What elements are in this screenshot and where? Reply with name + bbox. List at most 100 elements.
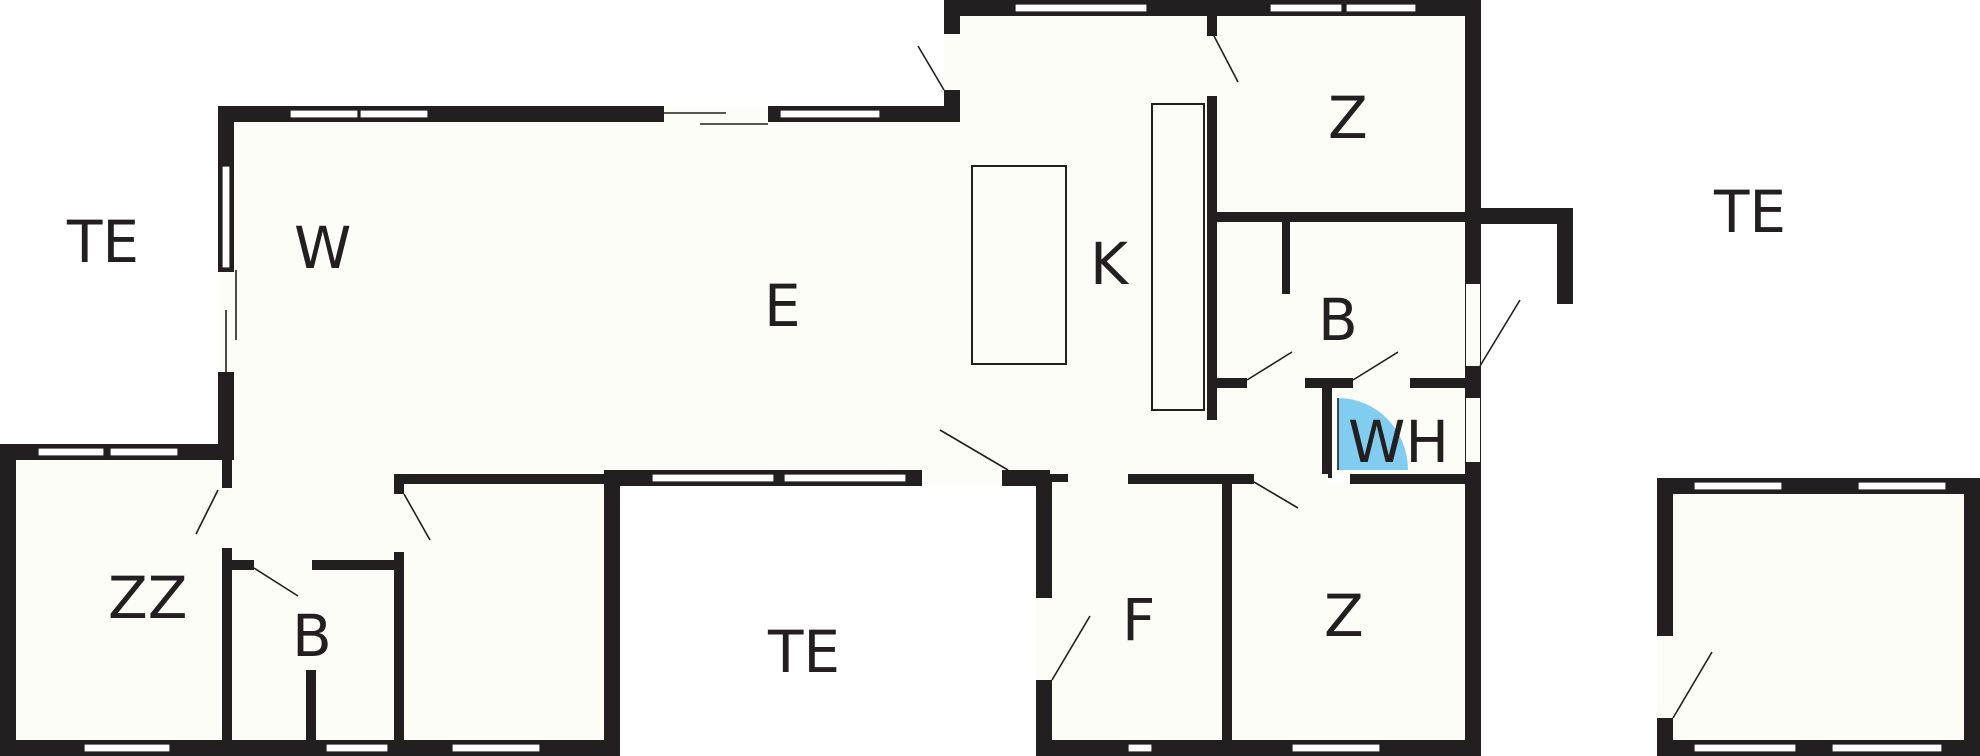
window	[289, 109, 359, 119]
wall	[1207, 0, 1217, 214]
window	[1831, 743, 1943, 753]
fixtures	[971, 103, 1339, 470]
door-leaf	[917, 45, 945, 91]
wall	[222, 548, 232, 740]
window	[1014, 3, 1148, 13]
shower-tray	[1338, 398, 1408, 470]
door-leaf	[1213, 35, 1239, 83]
opening	[254, 560, 312, 570]
opening	[1353, 378, 1410, 388]
door-leaf	[1051, 615, 1091, 681]
window	[109, 447, 179, 457]
floor-east-bedroom	[1232, 482, 1469, 742]
window	[1127, 743, 1153, 753]
opening	[1254, 474, 1328, 484]
wall	[222, 460, 232, 488]
floor-east-bath	[1217, 222, 1469, 382]
window	[779, 109, 881, 119]
opening	[1247, 378, 1305, 388]
window	[37, 447, 105, 457]
door-leaf	[253, 567, 299, 597]
wall	[1322, 388, 1332, 478]
wall	[394, 474, 404, 740]
label-bedroom-east: Z	[1324, 582, 1364, 650]
door-leaf	[403, 493, 431, 541]
wall	[1964, 478, 1980, 756]
opening	[922, 470, 1002, 486]
door-leaf	[1479, 299, 1521, 367]
floor-west-room	[402, 484, 604, 742]
wall	[1207, 212, 1481, 222]
window	[1269, 3, 1343, 13]
door-leaf	[1246, 351, 1293, 381]
wall	[1481, 208, 1573, 224]
wall	[1128, 474, 1254, 484]
label-utility: WH	[1348, 408, 1449, 476]
opening	[1657, 636, 1673, 718]
wall	[1036, 740, 1481, 756]
label-bedroom-north: Z	[1328, 84, 1368, 152]
wall	[232, 560, 254, 570]
window	[359, 109, 429, 119]
window	[1693, 743, 1797, 753]
door-leaf	[1672, 651, 1713, 719]
wall	[218, 106, 664, 122]
window	[1345, 3, 1417, 13]
wall	[394, 474, 606, 484]
opening	[218, 490, 234, 548]
label-hall: F	[1122, 586, 1155, 654]
floor-hall	[1052, 482, 1222, 742]
opening	[394, 494, 404, 552]
window	[1693, 481, 1783, 491]
window	[83, 743, 171, 753]
wall	[1207, 378, 1247, 388]
opening	[1207, 36, 1217, 96]
door-leaves	[195, 35, 1713, 719]
label-living-room: W	[294, 214, 351, 282]
wall	[1557, 208, 1573, 304]
opening	[1466, 398, 1480, 462]
door-leaf	[1253, 481, 1299, 509]
opening	[1466, 284, 1480, 366]
label-dining-room: E	[764, 272, 801, 340]
door-leaf	[195, 489, 219, 535]
window	[1857, 481, 1947, 491]
windows	[37, 3, 1947, 753]
wall	[312, 560, 402, 570]
label-bathroom-west: B	[292, 602, 332, 670]
sliding-door	[225, 106, 768, 374]
label-terrace-west: TE	[66, 208, 139, 276]
floor-annex	[1673, 492, 1965, 744]
window	[1291, 743, 1381, 753]
wall	[1050, 474, 1068, 482]
label-terrace-south: TE	[767, 618, 840, 686]
floor-living	[232, 122, 960, 472]
room-labels: TE TE TE W E K Z B WH Z F ZZ B	[66, 84, 1786, 686]
floor-west-hall	[230, 460, 402, 568]
opening	[1036, 598, 1052, 680]
opening	[664, 106, 768, 122]
wall	[1222, 474, 1232, 740]
door-leaf	[939, 429, 1009, 471]
window	[451, 743, 541, 753]
window	[325, 743, 389, 753]
kitchen-counter	[1151, 103, 1205, 411]
label-terrace-east: TE	[1713, 178, 1786, 246]
wall	[604, 470, 620, 756]
wall	[306, 670, 316, 742]
label-bedroom-west: ZZ	[108, 564, 187, 632]
door-leaf	[1352, 351, 1399, 381]
wall	[1282, 222, 1290, 294]
window	[783, 473, 907, 483]
floor-west-bedroom	[16, 460, 222, 742]
label-bathroom-east: B	[1318, 286, 1358, 354]
wall	[0, 444, 16, 756]
dining-table	[971, 165, 1067, 365]
wall	[1410, 378, 1480, 388]
floor-north-bedroom	[1217, 16, 1469, 214]
window	[651, 473, 775, 483]
wall	[1305, 378, 1353, 388]
opening	[944, 34, 960, 90]
wall	[1207, 222, 1217, 420]
